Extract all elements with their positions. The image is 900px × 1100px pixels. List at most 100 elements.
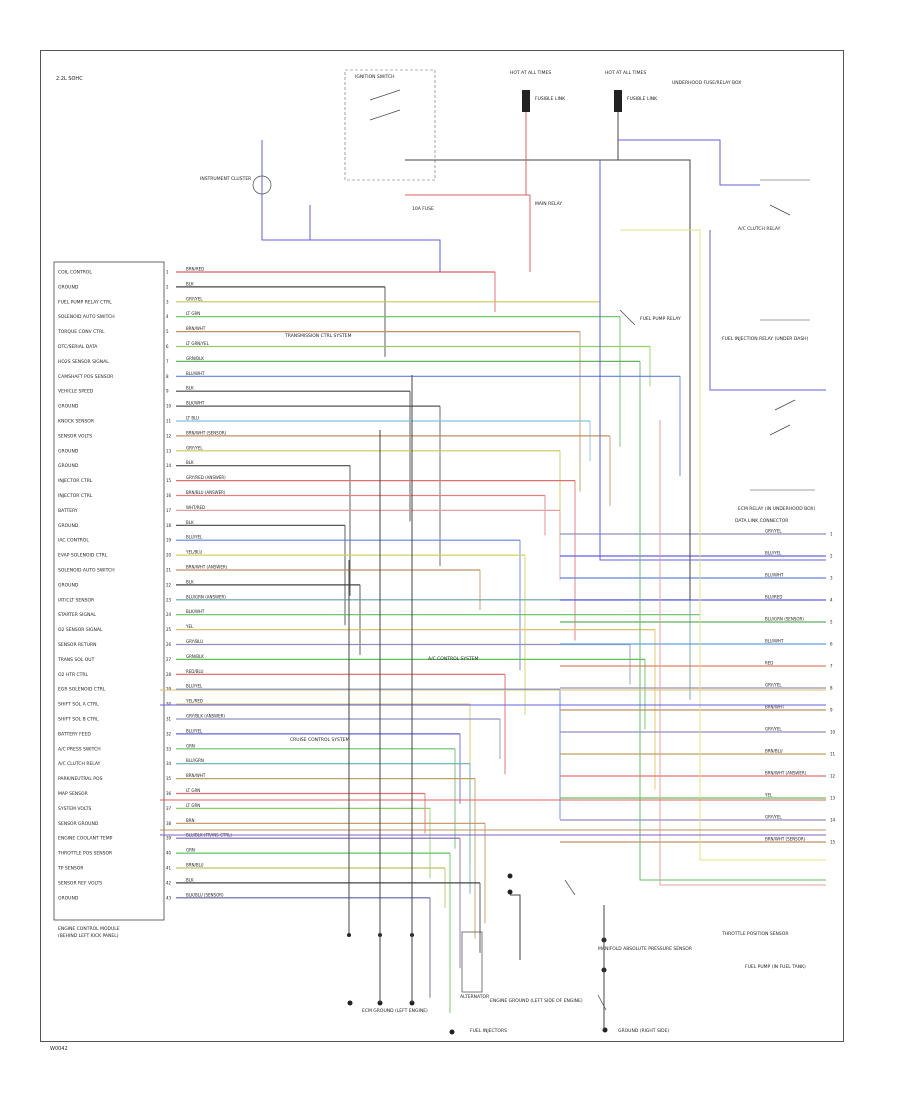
ecm-wire-color: BLK [186,579,194,584]
ecm-pin-label: INJECTOR CTRL [58,493,93,499]
ecm-pin-label: IAT/CLT SENSOR [58,597,94,603]
ecm-wire-color: BLK [186,460,194,465]
ecm-wire-color: GRN/BLK [186,356,204,361]
ecm-pin-number: 31 [166,717,172,722]
ecm-pin-number: 8 [166,374,169,379]
alternator: ALTERNATOR [460,931,489,1000]
ecm-pin-number: 26 [166,642,172,647]
ecm-wire-color: YEL [185,624,194,629]
wire-route [510,894,521,960]
ecm-pin-label: GROUND [58,284,79,290]
transmission-label: TRANSMISSION CTRL SYSTEM [284,333,352,339]
ecm-pin-number: 10 [166,404,172,409]
ecm-wire-color: BLK [186,520,194,525]
ecm-pin-label: SHIFT SOL A CTRL [58,702,99,708]
ecm-pin-number: 18 [166,523,172,528]
dlc-wire-color: RED [765,661,773,666]
ecm-pin-label: GROUND [58,895,79,901]
ecm-pin-label: MAP SENSOR [58,791,88,797]
right-ground-label: GROUND (RIGHT SIDE) [618,1028,669,1034]
ecm-pin-number: 36 [166,791,172,796]
instrument-cluster: INSTRUMENT CLUSTER [200,175,272,195]
ecm-pin-label: IAC CONTROL [58,538,89,544]
ecm-wire-color: BLK/BLU (SENSOR) [186,892,224,897]
dlc-wire-color: BRN/BLU [765,749,783,754]
ac-system-label: A/C CONTROL SYSTEM [428,656,479,662]
ecm-pin-number: 28 [166,672,172,677]
ecm-wire-color: RED/BLU [186,669,204,674]
wire-route [639,400,826,881]
ecm-pin-label: SOLENOID AUTO SWITCH [58,314,115,320]
wire-route [659,420,826,886]
ecm-wire-color: BLK/WHT [186,609,205,614]
ecm-pin-label: BATTERY FEED [58,731,91,737]
ecm-pin-number: 15 [166,478,172,483]
ecm-pin-number: 33 [166,746,172,751]
dlc-pin-number: 4 [830,598,833,603]
dlc-pin-number: 2 [830,554,833,559]
dlc-pin-number: 15 [830,840,836,845]
ecm-pin-label: SHIFT SOL B CTRL [58,717,99,723]
ecm-wire-color: BRN/BLU (ANSWER) [186,490,226,495]
ecm-pin-label: TORQUE CONV CTRL [57,329,105,335]
ecm-pin-label: PARK/NEUTRAL POS [58,776,103,782]
ecm-wire-color: BRN/WHT [186,773,206,778]
dlc-pin-number: 13 [830,796,836,801]
ecm-pin-number: 3 [166,299,169,304]
ecm-pin-number: 23 [166,597,172,602]
ecm-pin-number: 6 [166,344,169,349]
ecm-pin-label: THROTTLE POS SENSOR [57,851,112,857]
dlc-pin-number: 3 [830,576,833,581]
diagram-frame [40,50,844,1042]
ecm-wire-color: WHT/RED [186,505,205,510]
ecm-pin-label: KNOCK SENSOR [58,419,94,425]
ecm-pin-number: 41 [166,866,172,871]
wire-route [709,230,826,391]
ecm-pin-number: 25 [166,627,172,632]
ecm-wire-color: BRN/WHT (ANSWER) [186,565,228,570]
dlc-wire-color: GRY/YEL [765,683,782,688]
dlc-wire-color: BRN/WHT (SENSOR) [765,837,806,842]
ecm-wire-color: BLK [186,877,194,882]
ecm-pin-number: 21 [166,568,172,573]
ecm-wire-color: BLU/YEL [186,535,203,540]
ecm-wire-color: LT GRN [186,803,200,808]
ecm-wire-color: BLU/GRN [186,758,204,763]
cruise-label: CRUISE CONTROL SYSTEM [290,737,349,743]
ecm-wire-color: BLU/GRN (ANSWER) [186,594,226,599]
ecm-wire-color: BLU/YEL [186,728,203,733]
ecm-wire-color: GRN/BLK [186,654,204,659]
ecm-wire-color: LT BLU [186,416,199,421]
dlc-title: DATA LINK CONNECTOR [735,518,788,524]
ignition-switch: IGNITION SWITCH [344,69,436,181]
fuse-block-left-label: HOT AT ALL TIMES [510,70,551,76]
ecm-wire-color: GRY/YEL [186,445,203,450]
ecm-pin-number: 43 [166,895,172,900]
wire-route [599,160,826,561]
ecm-pin-number: 17 [166,508,172,513]
ground-mid-label: ENGINE GROUND (LEFT SIDE OF ENGINE) [490,998,583,1004]
wire-route [405,159,691,600]
dlc-wire-color: BLU/WHT [765,639,784,644]
injector-label: FUEL INJECTORS [470,1028,507,1034]
ecm-pin-label: O2 HTR CTRL [58,672,89,678]
ecm-pin-number: 7 [166,359,169,364]
ecm-pin-number: 20 [166,553,172,558]
ecm-wire-color: YEL/RED [185,699,203,704]
wire-routes [160,112,826,1030]
ecm-pin-label: SENSOR GROUND [58,821,99,827]
ecm-pin-label: HO2S SENSOR SIGNAL [58,359,109,365]
ecm-wire-color: LT GRN/YEL [186,341,210,346]
ecm-pin-label: SENSOR VOLTS [58,433,92,439]
ecm-pin-label: STARTER SIGNAL [58,612,96,618]
ecm-pin-number: 13 [166,448,172,453]
ecm-wire-color: BLU/YEL [186,684,203,689]
fuse-block-right: HOT AT ALL TIMES FUSIBLE LINK [605,70,658,112]
ecm-pin-number: 29 [166,687,172,692]
ac-clutch-label: A/C CLUTCH RELAY [738,226,781,232]
fuel-pump-relay-label: FUEL PUMP RELAY [640,316,681,322]
dlc-pin-number: 11 [830,752,836,757]
wire-route [261,140,441,272]
